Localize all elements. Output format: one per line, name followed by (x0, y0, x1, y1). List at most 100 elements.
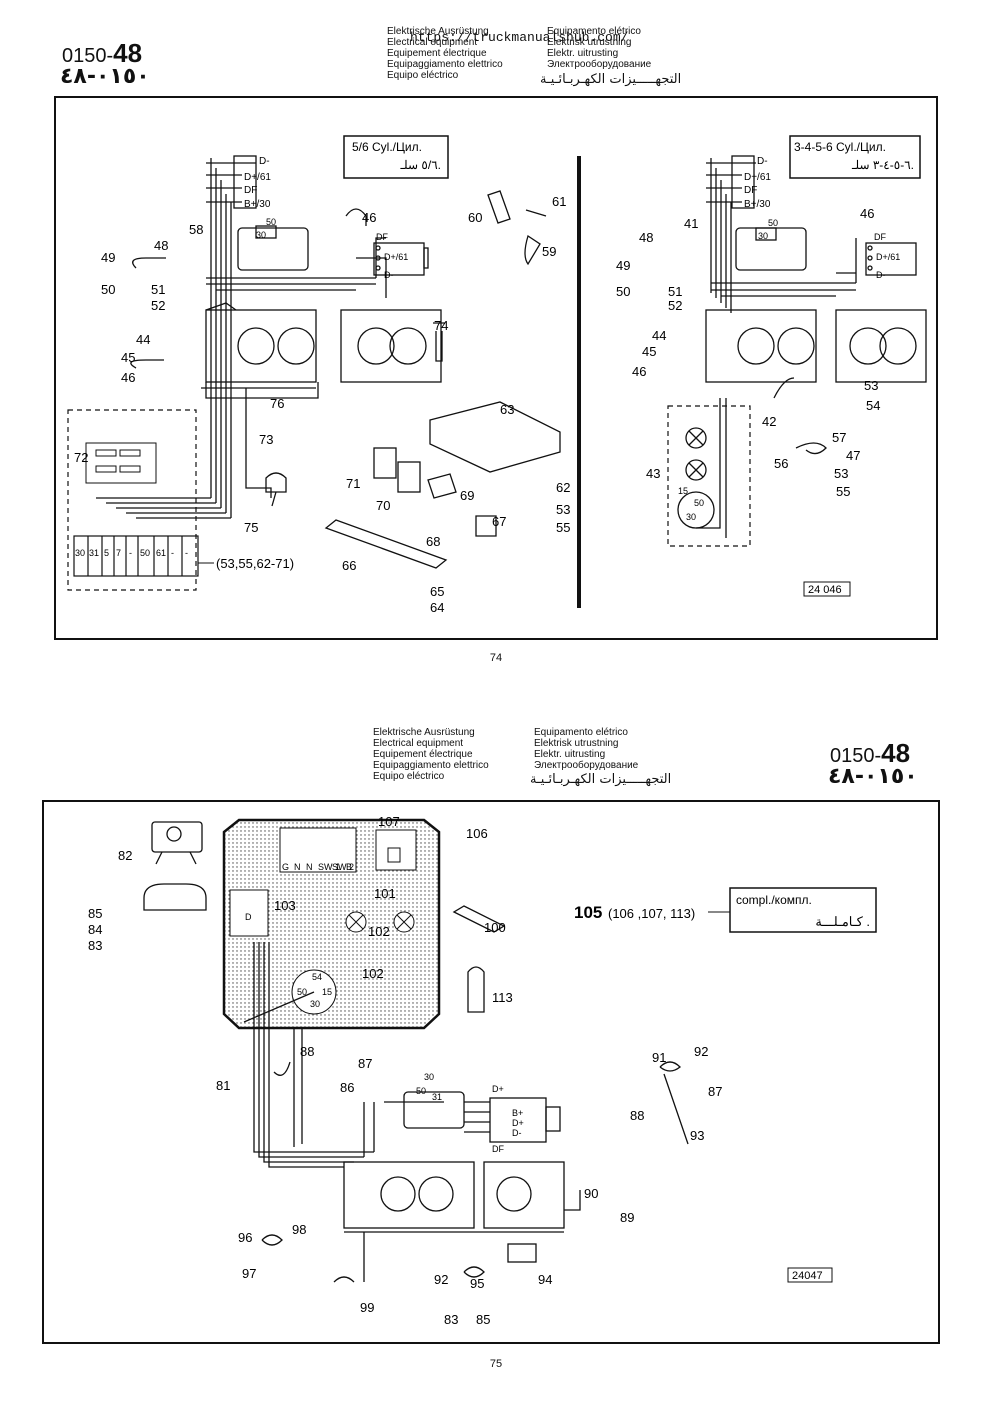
svg-text:D-: D- (876, 270, 886, 280)
svg-text:31: 31 (89, 548, 99, 558)
svg-text:30: 30 (686, 512, 696, 522)
svg-text:43: 43 (646, 466, 660, 481)
harness-81 (253, 942, 444, 1168)
svg-text:102: 102 (362, 966, 384, 981)
svg-text:53: 53 (834, 466, 848, 481)
svg-text:44: 44 (652, 328, 666, 343)
svg-text:48: 48 (154, 238, 168, 253)
svg-text:D+: D+ (512, 1118, 524, 1128)
svg-text:G: G (282, 862, 289, 872)
svg-text:56: 56 (774, 456, 788, 471)
svg-text:49: 49 (616, 258, 630, 273)
svg-text:30: 30 (758, 231, 768, 241)
svg-text:83: 83 (444, 1312, 458, 1327)
svg-text:D-: D- (757, 156, 768, 167)
part-code: 0150-48 (62, 38, 143, 68)
right-box-arabic: ٦-٥-٤-٣ سلـ. (851, 158, 914, 172)
engine-block (343, 1161, 565, 1282)
svg-text:B+/30: B+/30 (244, 199, 271, 210)
right-box-title: 3-4-5-6 Cyl./Цил. (794, 140, 886, 154)
engine-block-left (201, 302, 442, 399)
svg-text:30: 30 (75, 548, 85, 558)
svg-text:30: 30 (424, 1072, 434, 1082)
top-page: 0150-48 ٠١٥٠-٤٨ Elektrische Ausrüstung E… (0, 0, 992, 700)
svg-text:DF: DF (874, 232, 886, 242)
svg-text:D-: D- (384, 270, 394, 280)
compl-label: compl./компл. (736, 893, 812, 907)
source-url[interactable]: https://truckmanualshub.com/ (410, 30, 629, 45)
part-code-arabic: ٠١٥٠-٤٨ (828, 764, 918, 789)
svg-text:99: 99 (360, 1300, 374, 1315)
svg-text:DF: DF (376, 232, 388, 242)
svg-text:46: 46 (362, 210, 376, 225)
svg-text:DF: DF (244, 185, 257, 196)
svg-text:92: 92 (694, 1044, 708, 1059)
svg-text:88: 88 (300, 1044, 314, 1059)
svg-text:50: 50 (297, 987, 307, 997)
svg-text:82: 82 (118, 848, 132, 863)
svg-text:50: 50 (616, 284, 630, 299)
svg-text:72: 72 (74, 450, 88, 465)
svg-text:70: 70 (376, 498, 390, 513)
svg-text:100: 100 (484, 920, 506, 935)
header-languages-right: Equipamento elétrico Elektrisk utrustnin… (534, 727, 639, 771)
svg-text:74: 74 (434, 318, 448, 333)
svg-text:53: 53 (556, 502, 570, 517)
set-parts: (106 ,107, 113) (608, 906, 695, 921)
svg-text:D-: D- (259, 156, 270, 167)
svg-text:89: 89 (620, 1210, 634, 1225)
svg-text:45: 45 (121, 350, 135, 365)
svg-text:92: 92 (434, 1272, 448, 1287)
svg-text:31: 31 (432, 1092, 442, 1102)
relay-left (373, 242, 429, 276)
svg-text:54: 54 (312, 972, 322, 982)
svg-text:47: 47 (846, 448, 860, 463)
fusebox-parts-label: (53,55,62-71) (216, 556, 294, 571)
svg-text:107: 107 (378, 814, 400, 829)
wiring-diagram-bottom: G N N SW 1 SW 2 B 54 50 15 30 D (88, 814, 877, 1327)
svg-text:30: 30 (310, 999, 320, 1009)
svg-text:83: 83 (88, 938, 102, 953)
svg-text:D-: D- (512, 1128, 522, 1138)
svg-text:-: - (129, 548, 132, 558)
wiring-diagram-top: 5/6 Cyl./Цил. ٥/٦ سلـ. 3-4-5-6 Cyl./Цил.… (67, 135, 927, 615)
page-number-top: 74 (489, 652, 503, 664)
svg-text:-: - (171, 548, 174, 558)
svg-text:N: N (294, 862, 301, 872)
svg-text:52: 52 (151, 298, 165, 313)
svg-text:46: 46 (121, 370, 135, 385)
svg-text:81: 81 (216, 1078, 230, 1093)
bottom-page: Elektrische Ausrüstung Electrical equipm… (0, 700, 992, 1403)
svg-text:60: 60 (468, 210, 482, 225)
svg-text:68: 68 (426, 534, 440, 549)
fuse-holder (85, 442, 157, 484)
starter-left (206, 225, 387, 298)
svg-text:57: 57 (832, 430, 846, 445)
svg-text:-: - (185, 548, 188, 558)
svg-text:66: 66 (342, 558, 356, 573)
svg-text:65: 65 (430, 584, 444, 599)
alternator-terminals-left (206, 155, 257, 303)
svg-text:64: 64 (430, 600, 444, 615)
svg-text:63: 63 (500, 402, 514, 417)
parts-bottom (143, 821, 689, 1283)
starter-solenoid (403, 1091, 561, 1143)
svg-text:103: 103 (274, 898, 296, 913)
svg-text:113: 113 (492, 990, 513, 1005)
svg-text:90: 90 (584, 1186, 598, 1201)
svg-text:87: 87 (358, 1056, 372, 1071)
part-code: 0150-48 (830, 738, 911, 768)
svg-text:52: 52 (668, 298, 682, 313)
svg-text:67: 67 (492, 514, 506, 529)
svg-text:44: 44 (136, 332, 150, 347)
lamp-box-outline (667, 405, 751, 547)
svg-text:D: D (245, 912, 252, 922)
left-box-arabic: ٥/٦ سلـ. (400, 158, 441, 172)
parts-left (130, 190, 561, 569)
instrument-panel (222, 818, 441, 1030)
ref-number-top: 24 046 (808, 584, 842, 596)
svg-text:85: 85 (476, 1312, 490, 1327)
svg-text:48: 48 (639, 230, 653, 245)
svg-text:73: 73 (259, 432, 273, 447)
svg-text:88: 88 (630, 1108, 644, 1123)
